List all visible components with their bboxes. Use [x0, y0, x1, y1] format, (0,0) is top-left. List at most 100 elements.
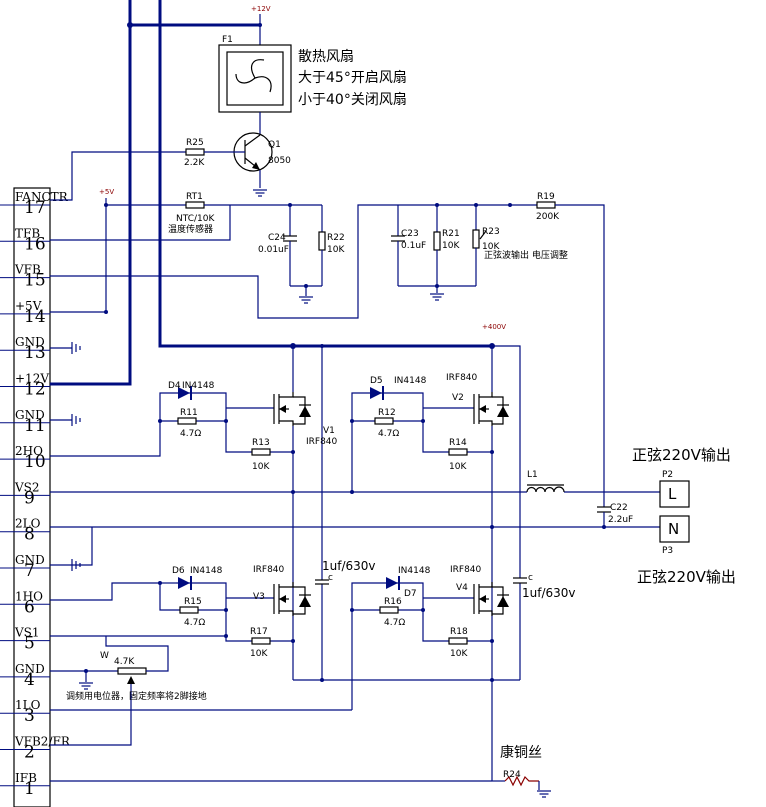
ic-pin-14-number: 14: [24, 307, 46, 327]
diode-d7: [380, 576, 402, 590]
r12-ref: R12: [378, 408, 396, 418]
pot-ref: W: [100, 651, 109, 661]
rail-12v-wires: [50, 0, 492, 386]
v2-ref: V2: [452, 393, 464, 403]
r25-ref: R25: [186, 138, 204, 148]
diode-d6: [176, 576, 198, 590]
transistor-q1: [233, 132, 273, 197]
q1-ref: Q1: [268, 140, 281, 150]
ic-pin-14-name: +5V: [15, 299, 42, 313]
mosfet-v4: [473, 582, 509, 616]
ic-pin-17-number: 17: [24, 198, 46, 218]
q1-part: 8050: [268, 156, 291, 166]
v3-part: IRF840: [253, 565, 285, 575]
mosfet-v2: [473, 392, 509, 426]
r11-value: 4.7Ω: [180, 429, 201, 439]
ic-pin-6-number: 6: [24, 597, 35, 617]
ic-pin-13-number: 13: [24, 343, 46, 363]
d6-ref: D6: [172, 566, 185, 576]
ic-pin-2-name: VFB2/FR: [14, 735, 71, 749]
c-right-ref: c: [528, 573, 533, 583]
terminal-p2: [659, 480, 690, 508]
r11-ref: R11: [180, 408, 198, 418]
ic-pin-11-number: 11: [24, 416, 46, 436]
r19-value: 200K: [536, 212, 560, 222]
c22-ref: C22: [610, 503, 628, 513]
rt1-ref: RT1: [186, 192, 203, 202]
ic-pin-8-number: 8: [24, 525, 35, 545]
rt1-value: NTC/10K: [176, 214, 215, 224]
potentiometer-w: [50, 636, 169, 746]
terminal-p3: [659, 515, 690, 543]
r19-ref: R19: [537, 192, 555, 202]
r18-value: 10K: [450, 649, 468, 659]
fan-ref: F1: [222, 35, 233, 45]
ic-pin-3-number: 3: [24, 706, 35, 726]
ic-pin-3-name: 1LO: [15, 698, 41, 712]
ic-pin-7-name: GND: [15, 553, 45, 567]
vfb-wire: [50, 204, 398, 319]
c24-value: 0.01uF: [258, 245, 289, 255]
ic-pin-9-name: VS2: [14, 480, 40, 494]
c24-ref: C24: [268, 233, 286, 243]
p2-ref: P2: [662, 470, 673, 480]
rail-12v-label: +12V: [251, 5, 271, 13]
r17-value: 10K: [250, 649, 268, 659]
d7-ref: D7: [404, 589, 417, 599]
c23-value: 0.1uF: [401, 241, 426, 251]
c23-ref: C23: [401, 229, 419, 239]
gnd-pin-wires: [50, 341, 93, 682]
fan-f1: [218, 25, 292, 135]
pot-desc: 调频用电位器，固定频率将2脚接地: [66, 690, 207, 702]
r22-value: 10K: [327, 245, 345, 255]
ic-pin-9-number: 9: [24, 488, 35, 508]
r23-ref: R23: [482, 227, 500, 237]
ic-pin-16-number: 16: [24, 234, 46, 254]
r17-ref: R17: [250, 627, 268, 637]
r13-ref: R13: [252, 438, 270, 448]
p3-ref: P3: [662, 546, 673, 556]
fan-on-text: 大于45°开启风扇: [298, 70, 407, 86]
ic-pin-13-name: GND: [15, 335, 45, 349]
r24-ref: R24: [503, 770, 521, 780]
r14-ref: R14: [449, 438, 467, 448]
mosfet-v1: [273, 392, 311, 426]
capacitor-right: [513, 577, 527, 584]
pot-value: 4.7K: [114, 657, 135, 667]
ic-pin-5-name: VS1: [14, 626, 40, 640]
r12-value: 4.7Ω: [378, 429, 399, 439]
r16-value: 4.7Ω: [384, 618, 405, 628]
ic-pin-12-number: 12: [24, 380, 46, 400]
r24-desc: 康铜丝: [500, 744, 542, 761]
r21-ref: R21: [442, 229, 460, 239]
p2-desc: 正弦220V输出: [632, 446, 731, 464]
d5-part: IN4148: [394, 376, 427, 386]
ic-pin-11-name: GND: [15, 408, 45, 422]
c24-r22-group: [283, 204, 326, 304]
r21-value: 10K: [442, 241, 460, 251]
v3-ref: V3: [253, 592, 265, 602]
r15-value: 4.7Ω: [184, 618, 205, 628]
diode-d5: [368, 386, 390, 400]
v1-ref: V1: [323, 426, 335, 436]
r25-value: 2.2K: [184, 158, 205, 168]
c-left-value: 1uf/630v: [322, 559, 376, 573]
gate-resistors: [177, 417, 468, 645]
fan-off-text: 小于40°关闭风扇: [298, 92, 407, 108]
rail-400v-label: +400V: [482, 323, 506, 331]
ic-pin-10-name: 2HO: [15, 444, 43, 458]
rail-5v-label: +5V: [99, 188, 114, 196]
ic-pin-4-name: GND: [15, 662, 45, 676]
ic-pin-list: 17FANCTR16TFB15VFB14+5V13GND12+12V11GND1…: [0, 190, 71, 799]
ic-pin-10-number: 10: [24, 452, 46, 472]
controller-ic: [13, 187, 51, 807]
ic-pin-15-number: 15: [24, 271, 46, 291]
r25-resistor: [50, 148, 245, 201]
c22-value: 2.2uF: [608, 515, 633, 525]
r19-resistor: [510, 201, 605, 507]
diode-d4: [176, 386, 198, 400]
rt1-thermistor: [50, 198, 290, 312]
p3-label: N: [668, 520, 679, 538]
d5-ref: D5: [370, 376, 383, 386]
